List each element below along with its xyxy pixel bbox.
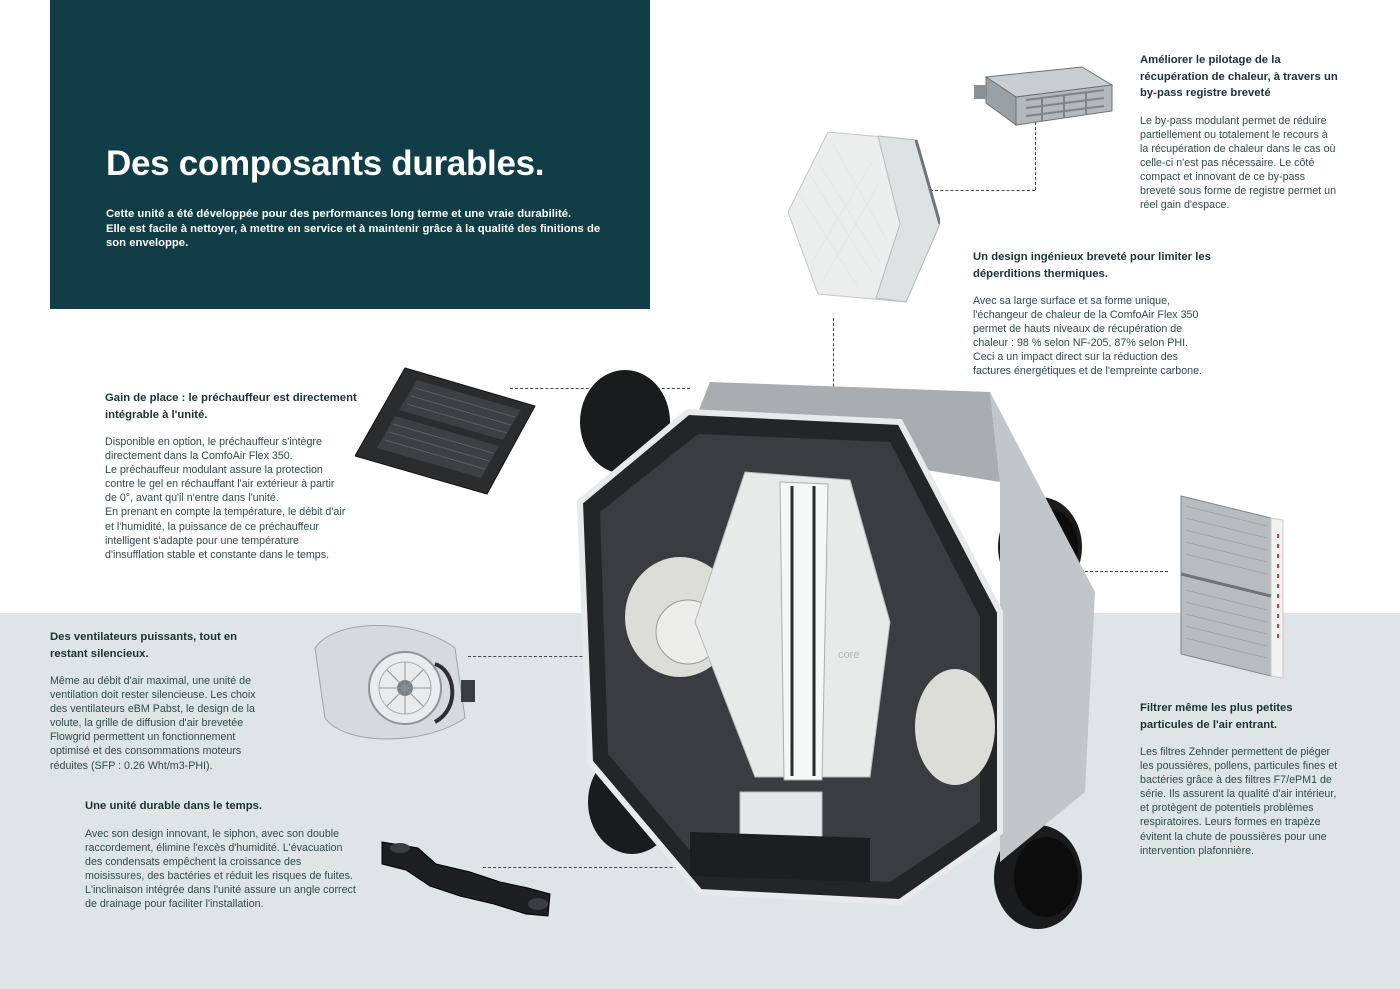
body-line: série. Ils assurent la qualité d'air int… (1140, 788, 1337, 801)
body-line: contre le gel en réchauffant l'air extér… (105, 478, 335, 491)
filter-image (1180, 495, 1284, 679)
title-line: by-pass registre breveté (1140, 87, 1271, 99)
fans-leader (468, 656, 618, 657)
body-line: raccordement, élimine l'excès d'humidité… (85, 841, 343, 854)
bypass-leader-vertical (1035, 122, 1036, 190)
bypass-body: Le by-pass modulant permet de réduire pa… (1140, 114, 1370, 213)
page-title: Des composants durables. (106, 144, 545, 183)
siphon-body: Avec son design innovant, le siphon, ave… (85, 827, 380, 912)
siphon-title: Une unité durable dans le temps. (85, 798, 380, 815)
body-line: Le préchauffeur modulant assure la prote… (105, 464, 323, 477)
core-label: core (838, 649, 859, 661)
title-line: particules de l'air entrant. (1140, 718, 1278, 731)
title-line: intégrable à l'unité. (105, 408, 208, 421)
body-line: Les filtres Zehnder permettent de piéger (1140, 746, 1331, 758)
ventilation-unit-image: core (576, 370, 1095, 929)
title-line: récupération de chaleur, à travers un (1140, 70, 1338, 83)
preheater-title: Gain de place : le préchauffeur est dire… (105, 390, 380, 423)
filters-body: Les filtres Zehnder permettent de piéger… (1140, 745, 1370, 858)
heat-exchanger-image (788, 132, 940, 303)
body-line: de 0°, avant qu'il n'entre dans l'unité. (105, 492, 279, 505)
title-line: Une unité durable dans le temps. (85, 800, 263, 812)
body-line: d'insufflation stable et constante dans … (105, 548, 330, 561)
fans-section: Des ventilateurs puissants, tout en rest… (50, 629, 290, 773)
body-line: celle-ci n'est pas nécessaire. Le côté (1140, 156, 1315, 169)
body-line: de drainage pour faciliter l'installatio… (85, 897, 264, 910)
body-line: partiellement ou totalement le recours à (1140, 128, 1328, 141)
body-line: respiratoires. Leurs formes en trapèze (1140, 816, 1321, 829)
body-line: compact et innovant de ce by-pass (1140, 170, 1306, 183)
fans-body: Même au débit d'air maximal, une unité d… (50, 674, 290, 773)
hero-intro: Cette unité a été développée pour des pe… (106, 207, 616, 251)
fan-image (314, 625, 475, 740)
filters-title: Filtrer même les plus petites particules… (1140, 700, 1370, 733)
body-line: moisissures, des bactéries et réduit les… (85, 869, 353, 882)
body-line: Ceci a un impact direct sur la réduction… (973, 351, 1178, 364)
body-line: l'échangeur de chaleur de la ComfoAir Fl… (973, 309, 1199, 322)
body-line: et protègent de potentiels problèmes (1140, 802, 1314, 815)
body-line: Même au débit d'air maximal, une unité d… (50, 675, 252, 687)
exchanger-title: Un design ingénieux breveté pour limiter… (973, 249, 1243, 282)
title-line: Gain de place : le préchauffeur est dire… (105, 392, 357, 404)
body-line: directement dans la ComfoAir Flex 350. (105, 450, 293, 463)
hero-line: Cette unité a été développée pour des pe… (106, 208, 572, 220)
bypass-leader-horizontal (930, 190, 1035, 191)
hero-panel: Des composants durables. Cette unité a é… (50, 0, 650, 309)
body-line: Le by-pass modulant permet de réduire (1140, 114, 1327, 127)
title-line: Un design ingénieux breveté pour limiter… (973, 251, 1211, 263)
body-line: breveté sous forme de registre permet un (1140, 184, 1337, 197)
siphon-image (381, 841, 551, 917)
body-line: évitent la chute de poussières pour une (1140, 830, 1327, 843)
preheater-body: Disponible en option, le préchauffeur s'… (105, 435, 380, 562)
siphon-leader (483, 867, 713, 868)
body-line: Avec sa large surface et sa forme unique… (973, 295, 1171, 307)
bypass-register-image (974, 66, 1114, 126)
fans-title: Des ventilateurs puissants, tout en rest… (50, 629, 290, 662)
hero-line: Elle est facile à nettoyer, à mettre en … (106, 222, 601, 235)
body-line: Disponible en option, le préchauffeur s'… (105, 436, 322, 448)
body-line: chaleur : 98 % selon NF-205, 87% selon P… (973, 337, 1189, 350)
body-line: la récupération de chaleur dans le cas o… (1140, 142, 1336, 155)
body-line: intervention plafonnière. (1140, 844, 1255, 857)
bypass-title: Améliorer le pilotage de la récupération… (1140, 52, 1370, 102)
body-line: Avec son design innovant, le siphon, ave… (85, 827, 340, 840)
body-line: volute, la grille de diffusion d'air bre… (50, 717, 244, 730)
title-line: Des ventilateurs puissants, tout en (50, 631, 238, 643)
body-line: et l'humidité, la puissance de ce précha… (105, 520, 319, 533)
body-line: intelligent s'adapte pour une températur… (105, 534, 299, 547)
siphon-section: Une unité durable dans le temps. Avec so… (85, 798, 380, 911)
preheater-image (355, 367, 536, 495)
body-line: des ventilateurs eBM Pabst, le design de… (50, 703, 255, 716)
body-line: bactéries grâce à des filtres F7/ePM1 de (1140, 774, 1332, 787)
body-line: optimisé et des consommations moteurs (50, 745, 242, 758)
body-line: L'inclinaison intégrée dans l'unité assu… (85, 883, 356, 896)
body-line: permet de hauts niveaux de récupération … (973, 323, 1183, 336)
body-line: des condensats empêchent la croissance d… (85, 855, 302, 868)
body-line: réel gain d'espace. (1140, 199, 1230, 212)
exchanger-section: Un design ingénieux breveté pour limiter… (973, 249, 1243, 379)
body-line: réduites (SFP : 0.26 Wht/m3-PHI). (50, 759, 213, 772)
body-line: ventilation doit rester silencieuse. Les… (50, 689, 256, 702)
filters-section: Filtrer même les plus petites particules… (1140, 700, 1370, 858)
body-line: En prenant en compte la température, le … (105, 506, 346, 519)
preheater-section: Gain de place : le préchauffeur est dire… (105, 390, 380, 562)
title-line: déperditions thermiques. (973, 267, 1108, 280)
body-line: les poussières, pollens, particules fine… (1140, 760, 1338, 773)
exchanger-body: Avec sa large surface et sa forme unique… (973, 294, 1243, 379)
title-line: Améliorer le pilotage de la (1140, 54, 1281, 66)
hero-line: son enveloppe. (106, 237, 189, 249)
title-line: Filtrer même les plus petites (1140, 702, 1293, 714)
bypass-section: Améliorer le pilotage de la récupération… (1140, 52, 1370, 212)
body-line: Flowgrid permettent un fonctionnement (50, 731, 236, 744)
body-line: factures énergétiques et de l'empreinte … (973, 365, 1202, 378)
title-line: restant silencieux. (50, 647, 149, 660)
